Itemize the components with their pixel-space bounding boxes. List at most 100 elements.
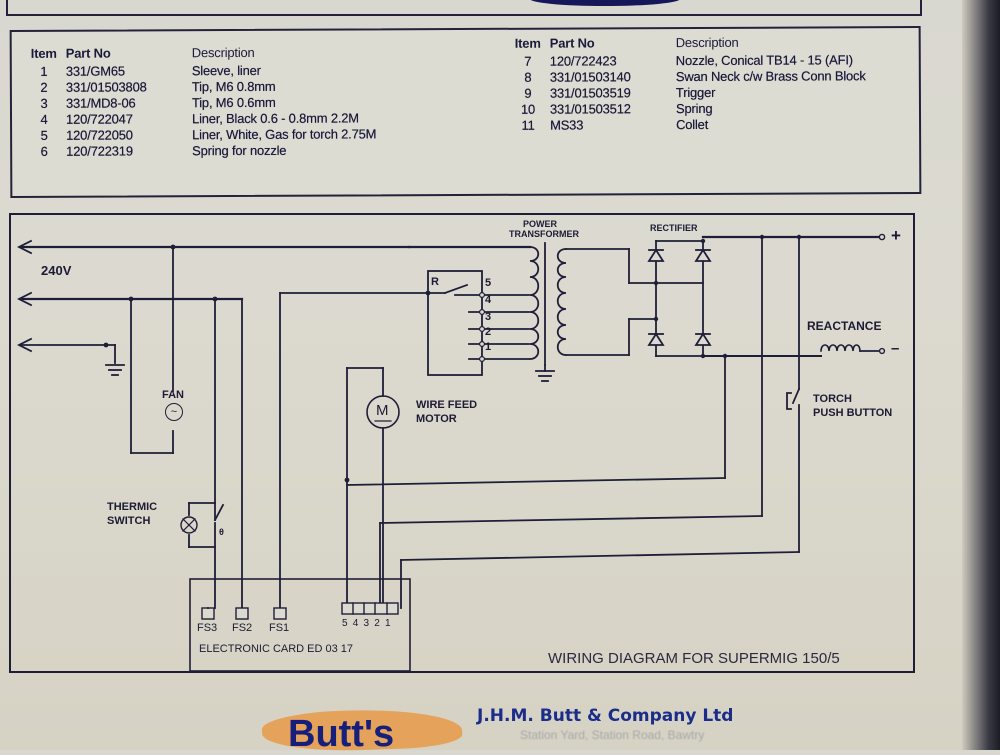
cell-part-no: 120/722319 (66, 143, 133, 159)
earth-ground-symbol-2 (535, 364, 555, 382)
thermic-switch-label-1: THERMIC (107, 501, 158, 513)
cell-item: 2 (40, 79, 48, 95)
cell-item: 8 (524, 69, 532, 85)
cell-part-no: 331/01503519 (549, 85, 631, 101)
cell-item: 7 (524, 53, 532, 69)
parts-table-right: Item Part No Description 7 120/722423 Nozz… (506, 34, 866, 134)
table-row: 9 331/01503519 Trigger (506, 84, 866, 102)
tap-5-label: 5 (485, 277, 492, 289)
cell-description: Sleeve, liner (191, 62, 261, 79)
fs2-terminal (235, 607, 249, 620)
cell-part-no: 120/722423 (549, 53, 617, 69)
reactance-label: REACTANCE (807, 319, 882, 333)
relay-box (427, 270, 483, 376)
footer: Butt's J.H.M. Butt & Company Ltd Station… (0, 680, 962, 754)
table-row: 8 331/01503140 Swan Neck c/w Brass Conn Bl… (506, 68, 866, 86)
torch-label-2: PUSH BUTTON (813, 407, 893, 419)
parts-list-panel: Item Part No Description 1 331/GM65 Sleeve… (9, 26, 922, 198)
thermic-switch-label-2: SWITCH (107, 515, 151, 527)
parts-table-left: Item Part No Description 1 331/GM65 Sleeve… (22, 44, 377, 160)
cell-part-no: 120/722050 (66, 127, 133, 143)
electronic-card-label: ELECTRONIC CARD ED 03 17 (199, 643, 354, 655)
supply-live-terminal (16, 239, 411, 255)
cell-description: Trigger (675, 84, 716, 101)
screen-edge-shadow (962, 0, 1000, 750)
negative-sign: – (891, 340, 900, 357)
cell-part-no: MS33 (550, 117, 584, 133)
negative-terminal (878, 347, 886, 355)
cell-item: 9 (524, 85, 532, 101)
wiring-diagram-svg (9, 213, 915, 673)
cell-description: Liner, Black 0.6 - 0.8mm 2.2M (191, 110, 359, 127)
cell-description: Collet (676, 116, 709, 133)
thermic-switch-symbol (180, 502, 225, 609)
motor-icon: M (376, 402, 389, 419)
cell-item: 6 (40, 143, 48, 159)
table-header: Item Part No Description (506, 34, 866, 52)
transformer-taps (454, 294, 530, 360)
header-item: Item (514, 35, 541, 51)
header-description: Description (191, 44, 255, 61)
fs3-label: FS3 (197, 622, 218, 634)
wire-feed-motor-label-2: MOTOR (416, 413, 457, 425)
company-logo: Butt's (288, 713, 395, 755)
table-row: 3 331/MD8-06 Tip, M6 0.6mm (22, 94, 376, 112)
fan-label: FAN (162, 389, 184, 401)
cell-item: 1 (40, 63, 48, 79)
table-row: 1 331/GM65 Sleeve, liner (22, 62, 376, 80)
cell-item: 11 (521, 117, 535, 133)
cell-description: Swan Neck c/w Brass Conn Block (675, 68, 866, 85)
cell-part-no: 331/MD8-06 (65, 95, 136, 111)
positive-sign: + (891, 226, 901, 245)
power-transformer-label-1: POWER (523, 219, 558, 229)
wiring-diagram: 240V FAN ~ THERMIC SWITCH θ POWER TRANSF… (9, 213, 917, 675)
card-pin-block (341, 602, 399, 615)
torch-label-1: TORCH (813, 393, 852, 405)
tap-2-label: 2 (485, 326, 492, 338)
cell-description: Spring (675, 100, 713, 117)
transformer-secondary-coil (556, 248, 567, 356)
table-row: 7 120/722423 Nozzle, Conical TB14 - 15 (AF… (506, 52, 866, 70)
cell-description: Tip, M6 0.8mm (191, 78, 276, 95)
reactance-coil (820, 344, 861, 352)
fs1-terminal (273, 607, 287, 620)
top-frame-edge (6, 0, 922, 16)
supply-earth-terminal (16, 337, 116, 364)
fs2-label: FS2 (232, 622, 253, 634)
rectifier-bridge (647, 240, 712, 357)
tap-terminals (479, 291, 486, 363)
table-row: 6 120/722319 Spring for nozzle (22, 142, 376, 160)
cell-item: 3 (40, 95, 48, 111)
power-transformer-label-2: TRANSFORMER (509, 229, 579, 239)
cell-part-no: 331/GM65 (65, 63, 125, 79)
top-logo-fragment (530, 0, 680, 6)
header-item: Item (30, 45, 57, 61)
diagram-frame (9, 213, 915, 673)
cell-item: 10 (520, 101, 536, 117)
table-row: 5 120/722050 Liner, White, Gas for torch 2… (22, 126, 377, 144)
cell-part-no: 331/01503808 (65, 79, 147, 95)
header-part-no: Part No (549, 35, 595, 51)
cell-item: 5 (40, 127, 48, 143)
company-name: J.H.M. Butt & Company Ltd (477, 706, 734, 726)
header-description: Description (675, 34, 739, 51)
fs1-label: FS1 (269, 622, 290, 634)
tap-3-label: 3 (485, 311, 492, 323)
junction-dots (103, 234, 802, 483)
supply-voltage-label: 240V (41, 263, 72, 278)
table-row: 11 MS33 Collet (506, 116, 866, 134)
cell-description: Liner, White, Gas for torch 2.75M (192, 126, 377, 143)
relay-label: R (431, 276, 439, 288)
torch-push-button-symbol (786, 387, 801, 553)
cell-description: Nozzle, Conical TB14 - 15 (AFI) (675, 52, 853, 69)
cell-part-no: 120/722047 (65, 111, 133, 127)
table-header: Item Part No Description (22, 44, 376, 62)
company-address: Station Yard, Station Road, Bawtry (520, 728, 705, 742)
cell-description: Tip, M6 0.6mm (191, 94, 276, 111)
cell-description: Spring for nozzle (192, 142, 287, 159)
cell-part-no: 331/01503140 (549, 69, 631, 85)
header-part-no: Part No (65, 45, 111, 61)
rectifier-label: RECTIFIER (650, 223, 698, 233)
